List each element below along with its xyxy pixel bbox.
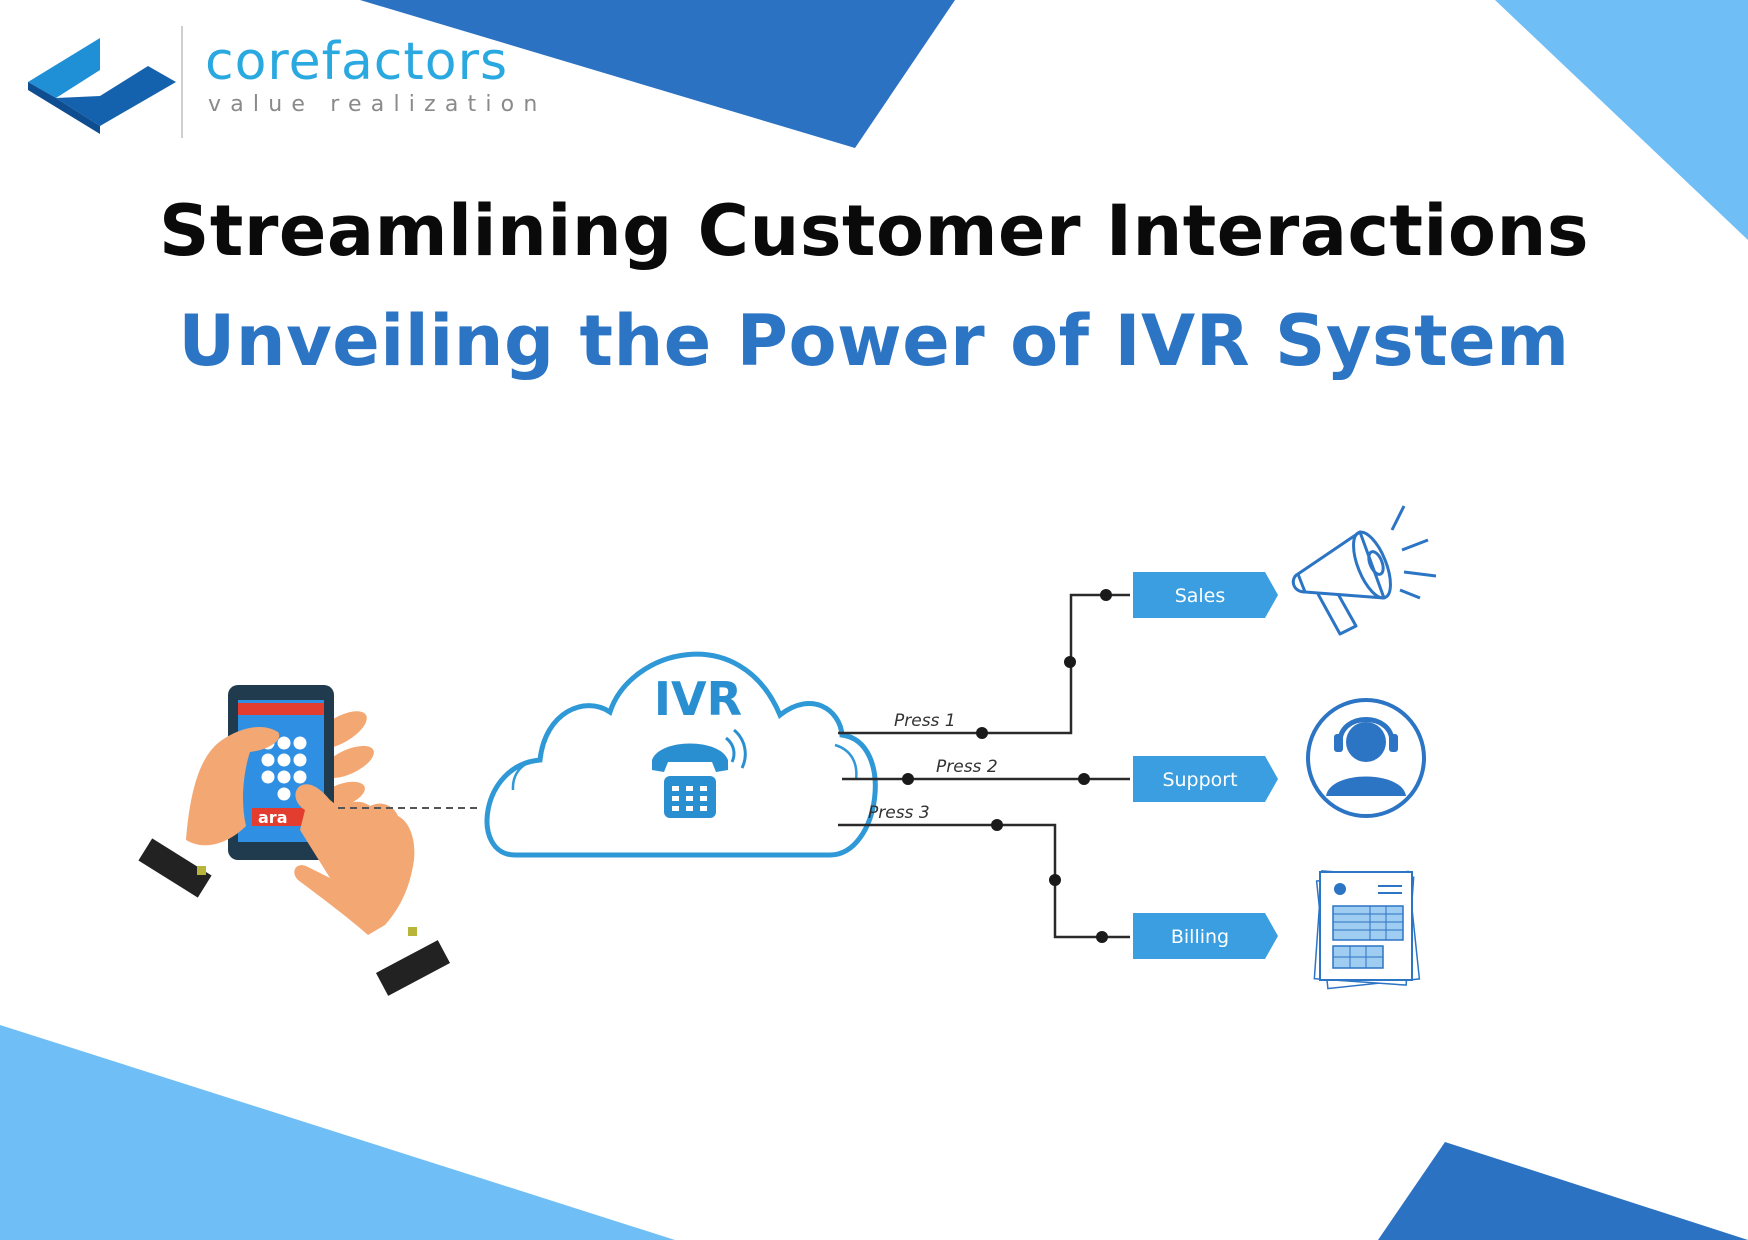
invoice-icon bbox=[1313, 870, 1421, 990]
route-label-billing: Billing bbox=[1171, 926, 1229, 948]
left-cuff bbox=[138, 838, 212, 898]
brand-name: corefactors bbox=[205, 32, 509, 92]
logo-divider bbox=[181, 26, 183, 138]
route-label-sales: Sales bbox=[1175, 585, 1226, 607]
holding-hand bbox=[186, 726, 280, 846]
bottom-left-light-shape bbox=[0, 1025, 675, 1240]
telephone-icon bbox=[652, 743, 728, 818]
left-cuff-button bbox=[197, 866, 206, 875]
route-label-support: Support bbox=[1162, 769, 1237, 791]
route-press-2: Press 2 bbox=[936, 757, 998, 777]
corefactors-logo-icon bbox=[28, 38, 176, 134]
top-right-light-shape bbox=[1495, 0, 1748, 240]
top-blue-shape bbox=[360, 0, 955, 148]
route-box-support: Support bbox=[1133, 756, 1278, 802]
phone-screen-bar bbox=[252, 808, 318, 826]
ringing-waves bbox=[725, 728, 747, 769]
ivr-cloud-label: IVR bbox=[654, 672, 742, 726]
route-box-sales: Sales bbox=[1133, 572, 1278, 618]
headset-agent-icon bbox=[1306, 698, 1426, 818]
bottom-right-blue-shape bbox=[1378, 1142, 1748, 1240]
hand-phone-illustration: ara bbox=[138, 685, 451, 996]
route-press-3: Press 3 bbox=[868, 803, 930, 823]
route-box-billing: Billing bbox=[1133, 913, 1278, 959]
route-press-1: Press 1 bbox=[894, 711, 956, 731]
right-cuff bbox=[375, 940, 451, 996]
brand-tagline: value realization bbox=[208, 92, 547, 117]
route-nodes bbox=[902, 589, 1112, 943]
right-cuff-button bbox=[408, 927, 417, 936]
ivr-cloud: IVR bbox=[484, 651, 878, 858]
pointing-hand bbox=[294, 784, 415, 935]
megaphone-icon bbox=[1291, 505, 1437, 636]
phone-screen-text: ara bbox=[258, 808, 287, 827]
phone-status-bar bbox=[238, 703, 324, 715]
page-title: Streamlining Customer Interactions bbox=[158, 190, 1590, 272]
page-subtitle: Unveiling the Power of IVR System bbox=[178, 300, 1570, 382]
